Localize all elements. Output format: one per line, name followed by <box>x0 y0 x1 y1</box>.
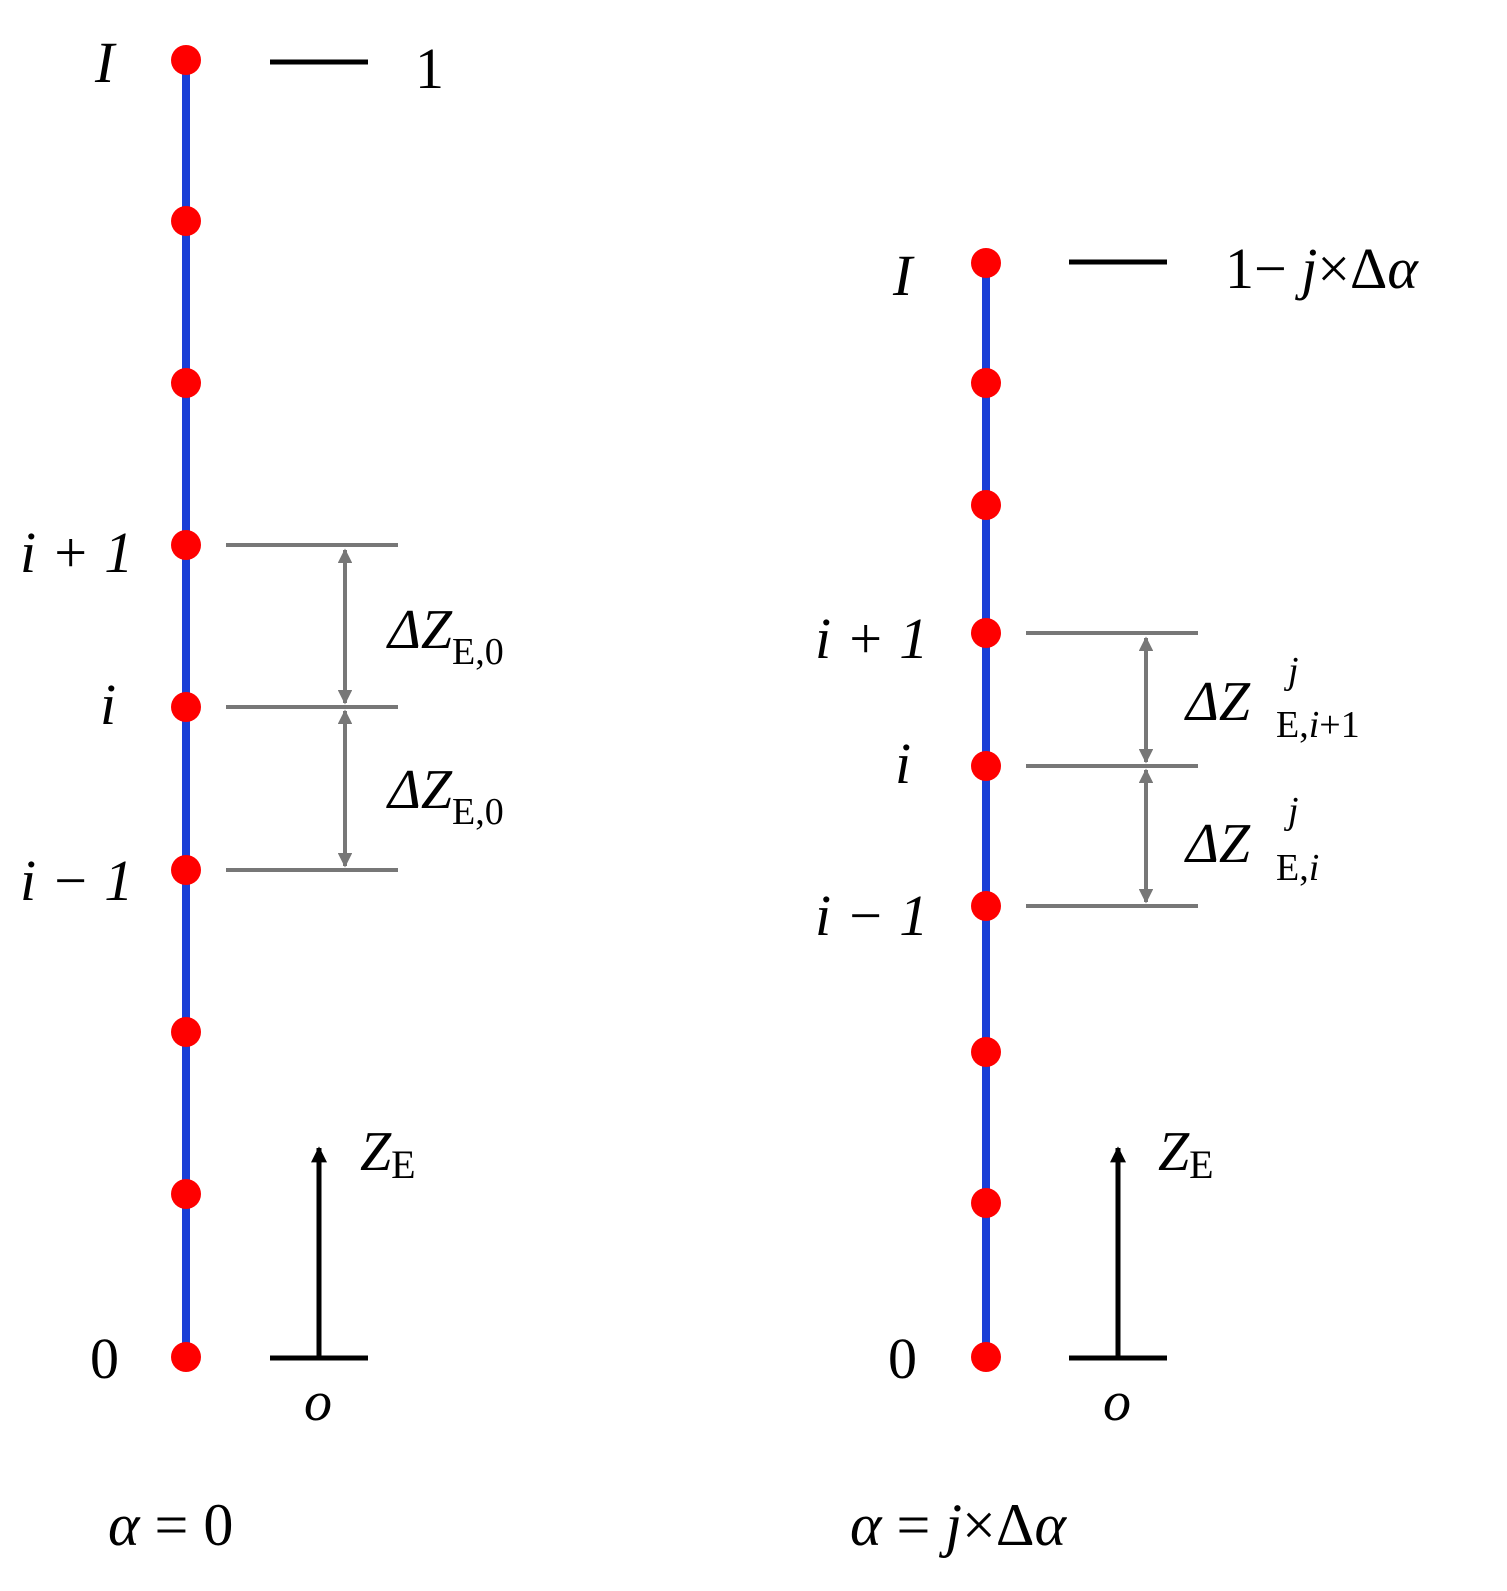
right-caption-times: ×Δ <box>962 1492 1034 1558</box>
left-node <box>171 530 201 560</box>
left-level-value: 1 <box>415 36 444 101</box>
left-node <box>171 855 201 885</box>
right-level-value: 1− j×Δα <box>1225 236 1419 301</box>
right-node <box>971 1342 1001 1372</box>
right-label-upper: i + 1 <box>815 606 928 671</box>
right-caption-alpha2: α <box>1034 1492 1067 1558</box>
right-node <box>971 368 1001 398</box>
left-axis-origin: o <box>304 1371 332 1433</box>
right-caption: α = j×Δα <box>850 1492 1067 1558</box>
right-spacing-upper-sub-post: +1 <box>1319 704 1359 746</box>
left-node <box>171 1017 201 1047</box>
left-axis-label: ZE <box>360 1121 416 1187</box>
right-axis-origin: o <box>1103 1371 1131 1433</box>
left-label-top: I <box>94 30 117 95</box>
right-node <box>971 1037 1001 1067</box>
left-nodes <box>171 45 201 1372</box>
left-spacing-lower-delta: ΔZ <box>386 759 453 821</box>
left-axis-sub: E <box>391 1142 415 1187</box>
right-spacing-upper-sub-pre: E, <box>1276 704 1309 746</box>
left-caption-alpha: α <box>108 1492 141 1558</box>
right-level-times: ×Δ <box>1317 236 1387 301</box>
right-axis-sub: E <box>1189 1142 1213 1187</box>
left-label-lower: i − 1 <box>20 848 133 913</box>
left-label-bottom: 0 <box>90 1326 119 1391</box>
left-node <box>171 45 201 75</box>
right-spacing-upper-sub-it: i <box>1309 704 1320 746</box>
right-spacing-lower-delta: ΔZ <box>1184 813 1251 875</box>
left-label-upper: i + 1 <box>20 520 133 585</box>
right-label-mid: i <box>895 731 911 796</box>
left-caption: α = 0 <box>108 1492 233 1558</box>
right-node <box>971 618 1001 648</box>
left-node <box>171 692 201 722</box>
left-spacing-lower-sub: E,0 <box>452 791 504 833</box>
left-spacing-upper-delta: ΔZ <box>386 599 453 661</box>
right-node <box>971 1188 1001 1218</box>
right-spacing-upper-sup: j <box>1283 650 1299 692</box>
right-axis-label: ZE <box>1158 1121 1214 1187</box>
right-node <box>971 891 1001 921</box>
right-level-lead: 1− <box>1225 236 1301 301</box>
right-label-lower: i − 1 <box>815 883 928 948</box>
left-spacing-label-lower: ΔZE,0 <box>386 759 504 833</box>
right-label-bottom: 0 <box>888 1326 917 1391</box>
right-axis-main: Z <box>1158 1121 1190 1183</box>
left-panel: 1 I i + 1 i i − 1 0 ΔZE,0 ΔZE,0 ZE o α =… <box>20 30 504 1558</box>
left-spacing-upper-sub: E,0 <box>452 631 504 673</box>
right-spacing-upper-delta: ΔZ <box>1184 671 1251 733</box>
left-node <box>171 1342 201 1372</box>
left-label-mid: i <box>100 672 116 737</box>
left-axis-main: Z <box>360 1121 392 1183</box>
right-caption-alpha: α <box>850 1492 883 1558</box>
left-node <box>171 1179 201 1209</box>
right-spacing-lower-sup: j <box>1283 790 1299 832</box>
left-node <box>171 206 201 236</box>
left-node <box>171 368 201 398</box>
left-caption-rest: = 0 <box>140 1492 234 1558</box>
right-caption-eq: = <box>882 1492 946 1558</box>
right-label-top: I <box>892 243 915 308</box>
right-level-alpha: α <box>1387 236 1419 301</box>
left-spacing-label-upper: ΔZE,0 <box>386 599 504 673</box>
right-node <box>971 490 1001 520</box>
right-node <box>971 248 1001 278</box>
right-nodes <box>971 248 1001 1372</box>
right-spacing-lower-sub-pre: E, <box>1276 847 1309 889</box>
right-node <box>971 751 1001 781</box>
right-spacing-lower-sub-it: i <box>1309 847 1320 889</box>
